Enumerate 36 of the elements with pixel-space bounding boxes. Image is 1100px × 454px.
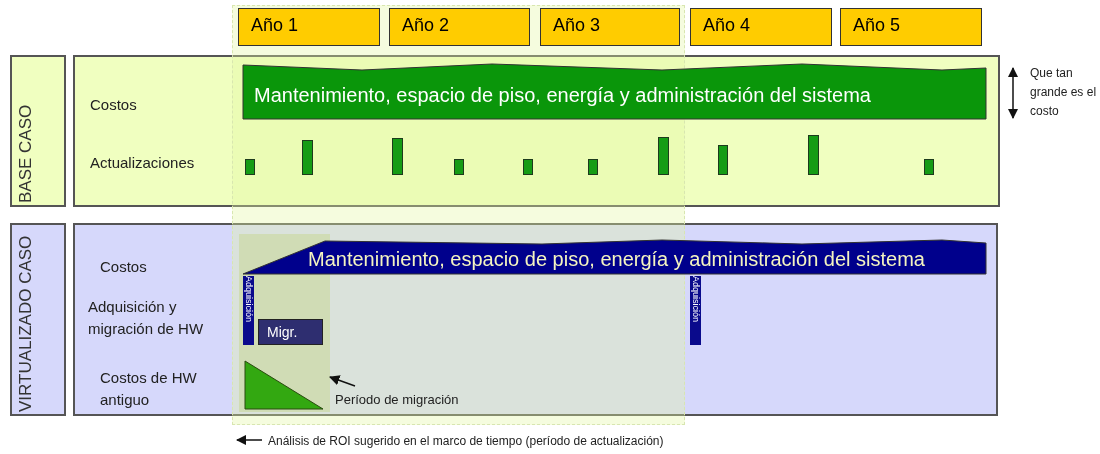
year-box: Año 1 (238, 8, 380, 46)
case-panel (73, 55, 1000, 207)
year-box: Año 5 (840, 8, 982, 46)
row-label: Actualizaciones (90, 153, 196, 173)
upgrade-bar (808, 135, 819, 175)
bar-label: Mantenimiento, espacio de piso, energía y administración del sistema (254, 84, 871, 107)
upgrade-bar (245, 159, 255, 175)
row-label: Costos (90, 95, 138, 115)
case-band: VIRTUALIZADO CASO (10, 223, 66, 416)
year-box: Año 4 (690, 8, 832, 46)
leader-line (329, 375, 356, 387)
case-band: BASE CASO (10, 55, 66, 207)
legacy-cost-triangle (244, 360, 324, 410)
upgrade-bar (658, 137, 669, 175)
period-label: Período de migración (335, 392, 485, 412)
year-box: Año 2 (389, 8, 530, 46)
cost-bar (242, 62, 987, 120)
row-label: Costos de HW antiguo (100, 368, 198, 410)
acquisition-bar: Adquisición (690, 276, 701, 345)
row-label: Costos (100, 257, 148, 277)
year-box: Año 3 (540, 8, 680, 46)
upgrade-bar (302, 140, 313, 175)
upgrade-bar (588, 159, 598, 175)
row-label: Adquisición y migración de HW (88, 297, 205, 339)
migration-bar: Migr. (258, 319, 323, 345)
upgrade-bar (392, 138, 403, 175)
bar-label: Mantenimiento, espacio de piso, energía y administración del sistema (308, 248, 925, 271)
caption-note: Análisis de ROI sugerido en el marco de tiempo (período de actualización) (268, 433, 665, 450)
case-panel (73, 223, 998, 416)
upgrade-bar (924, 159, 934, 175)
upgrade-bar (523, 159, 533, 175)
note: Que tan grande es el costo (1030, 65, 1098, 120)
upgrade-bar (718, 145, 728, 175)
upgrade-bar (454, 159, 464, 175)
cost-bar (242, 238, 987, 275)
acquisition-bar: Adquisición (243, 276, 254, 345)
